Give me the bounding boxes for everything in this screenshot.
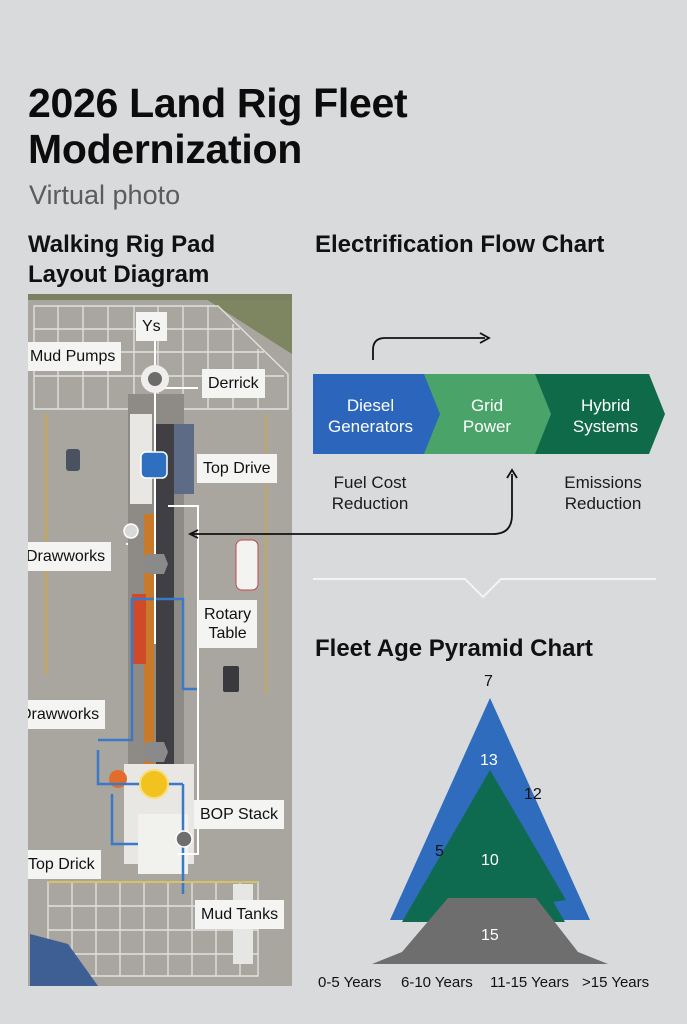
- pad-layout-title-line1: Walking Rig Pad: [28, 231, 216, 258]
- flow-chart-graphic: [187, 332, 665, 599]
- flow-step-diesel: Diesel Generators: [313, 395, 428, 437]
- flow-arrow-bottom: [192, 474, 513, 535]
- pad-layout-title-line2: Layout Diagram: [28, 261, 210, 288]
- pyramid-chart: [372, 698, 608, 964]
- label-top-drive: Top Drive: [197, 454, 277, 483]
- flow-step-diesel-line1: Diesel: [346, 396, 395, 415]
- label-drawworks-2: Drawworks: [28, 700, 106, 729]
- caption-emissions-line2: Reduction: [564, 494, 642, 513]
- pyramid-annotation-apex: 7: [484, 673, 493, 690]
- flow-step-hybrid: Hybrid Systems: [548, 395, 663, 437]
- pyramid-xlabel-2: 11-15 Years: [490, 974, 569, 991]
- pyramid-xlabel-3: >15 Years: [582, 974, 650, 991]
- flow-arrow-bottom-head: [506, 468, 518, 479]
- caption-emissions-line1: Emissions: [564, 473, 642, 492]
- flow-step-diesel-shape: [313, 374, 444, 454]
- label-rotary-table-line2: Table: [208, 625, 247, 642]
- flow-chart-title: Electrification Flow Chart: [315, 231, 605, 258]
- label-mud-tanks: Mud Tanks: [195, 900, 285, 929]
- caption-fuel-cost: Fuel Cost Reduction: [312, 472, 428, 514]
- label-drawworks-1: Drawworks: [28, 542, 112, 571]
- flow-step-grid-line1: Grid: [470, 396, 504, 415]
- pyramid-annotation-right: 12: [524, 786, 542, 803]
- caption-emissions: Emissions Reduction: [545, 472, 661, 514]
- pyramid-value-top: 13: [480, 752, 498, 769]
- page-subtitle: Virtual photo: [29, 180, 181, 210]
- label-ys: Ys: [136, 312, 167, 341]
- label-rotary-table-line1: Rotary: [204, 606, 252, 623]
- caption-fuel-cost-line2: Reduction: [331, 494, 409, 513]
- pyramid-annotation-left: 5: [435, 843, 444, 860]
- flow-step-hybrid-line1: Hybrid: [580, 396, 631, 415]
- pyramid-chart-title: Fleet Age Pyramid Chart: [315, 635, 593, 662]
- flow-step-hybrid-shape: [535, 374, 665, 454]
- page-title-line2: Modernization: [28, 126, 302, 172]
- flow-step-grid: Grid Power: [432, 395, 542, 437]
- label-rotary-table: Rotary Table: [198, 600, 258, 648]
- pyramid-layer-base: [372, 898, 608, 964]
- flow-step-grid-shape: [424, 374, 554, 454]
- pad-layout-title: Walking Rig Pad Layout Diagram: [28, 230, 215, 290]
- caption-fuel-cost-line1: Fuel Cost: [333, 473, 407, 492]
- label-derrick: Derrick: [202, 369, 265, 398]
- label-bop-stack: BOP Stack: [194, 800, 284, 829]
- pyramid-value-middle: 10: [481, 852, 499, 869]
- rig-pad-aerial-photo: Ys Mud Pumps Derrick Top Drive Drawworks…: [28, 294, 292, 986]
- page-title: 2026 Land Rig Fleet Modernization: [28, 80, 408, 172]
- pyramid-value-base: 15: [481, 927, 499, 944]
- label-top-drick: Top Drick: [28, 850, 101, 879]
- section-divider: [313, 578, 656, 599]
- flow-step-hybrid-line2: Systems: [572, 417, 639, 436]
- pyramid-layer-middle-core: [415, 790, 565, 922]
- flow-step-grid-line2: Power: [462, 417, 512, 436]
- flow-step-diesel-line2: Generators: [327, 417, 414, 436]
- page-title-line1: 2026 Land Rig Fleet: [28, 80, 408, 126]
- flow-arrow-top: [372, 337, 485, 360]
- flow-arrow-top-head: [479, 332, 491, 344]
- pyramid-xlabel-1: 6-10 Years: [401, 974, 473, 991]
- pyramid-xlabel-0: 0-5 Years: [318, 974, 382, 991]
- label-mud-pumps: Mud Pumps: [28, 342, 122, 371]
- flow-arrow-bottom-tail-head: [187, 529, 199, 539]
